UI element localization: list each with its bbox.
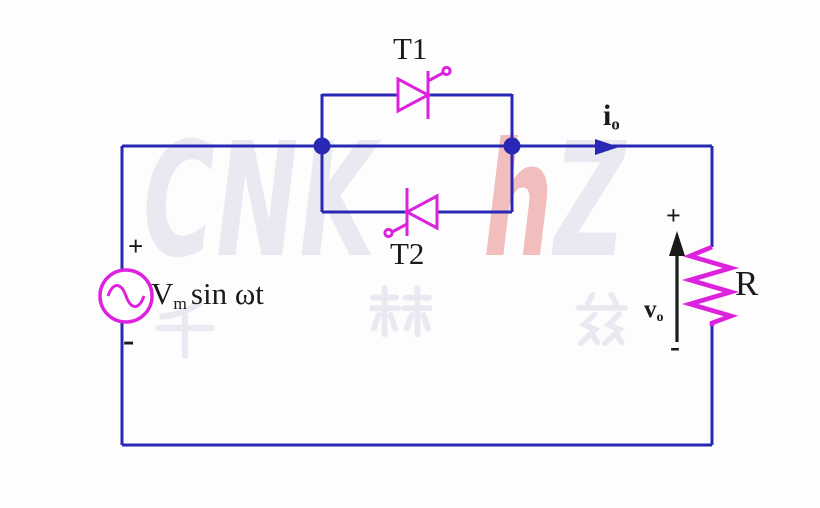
thyristor-t1-icon [396, 65, 452, 119]
ac-source-icon [98, 268, 154, 324]
resistor-icon [681, 244, 740, 326]
junction-dot-right [503, 137, 521, 155]
output-current-arrow [595, 139, 619, 155]
output-voltage-arrow [669, 231, 685, 342]
junction-dot-left [313, 137, 331, 155]
thyristor-t2-icon [383, 188, 439, 239]
